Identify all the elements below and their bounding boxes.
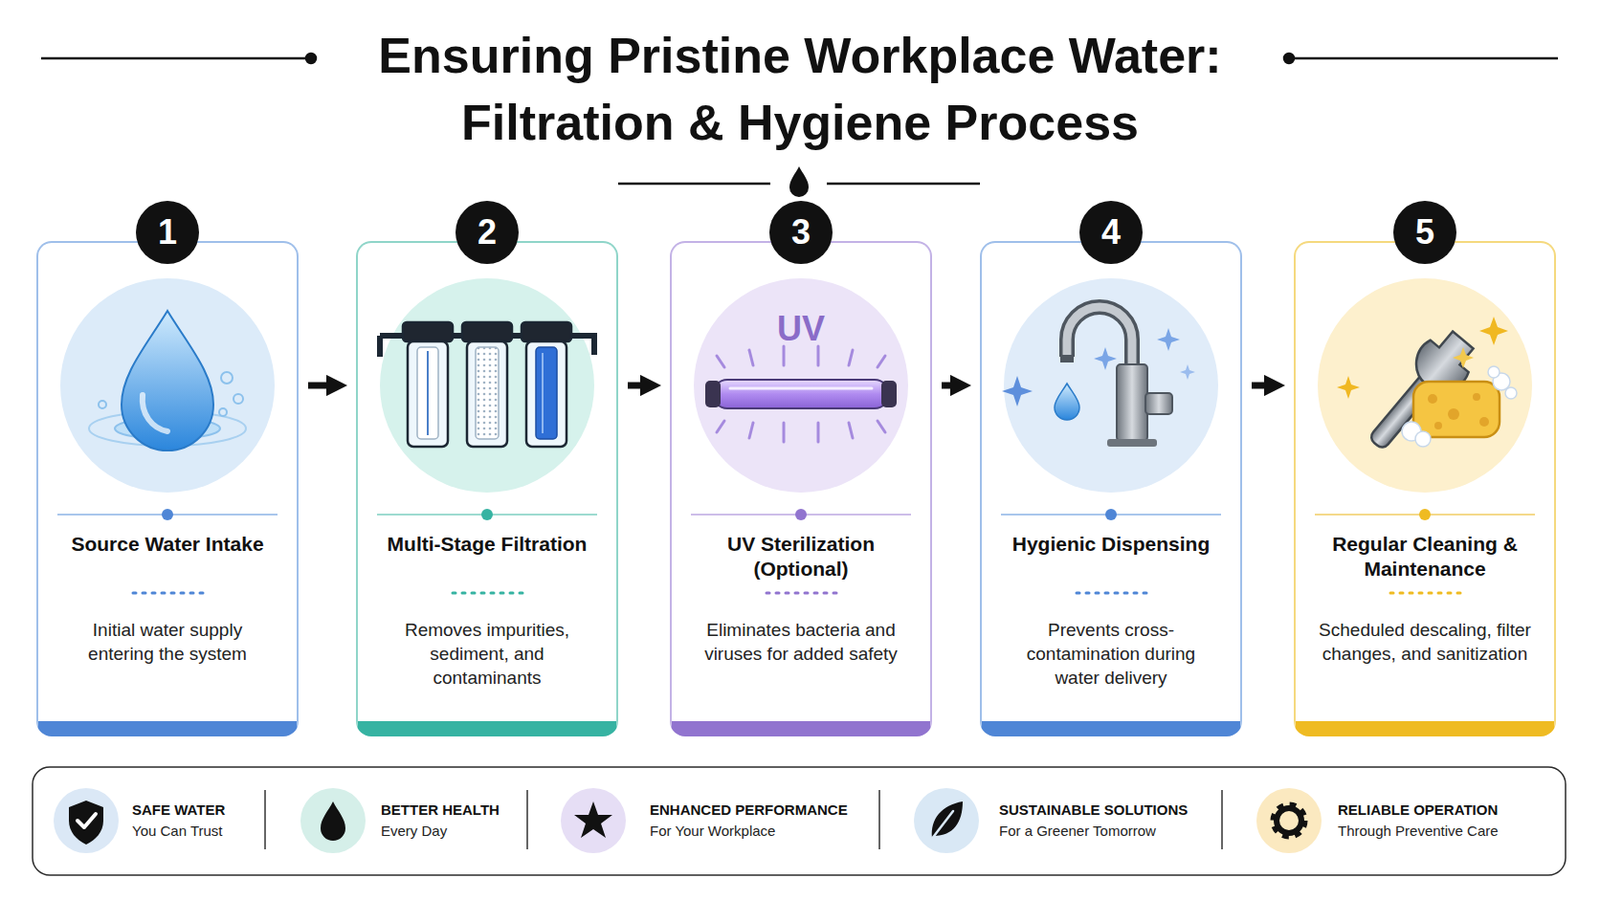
step-heading: Regular Cleaning & Maintenance bbox=[1305, 532, 1545, 582]
step-description: Scheduled descaling, filter changes, and… bbox=[1316, 618, 1534, 667]
step-heading: Multi-Stage Filtration bbox=[367, 532, 607, 557]
band-dividers bbox=[265, 790, 1223, 850]
card-dividers bbox=[57, 509, 1535, 521]
benefit-title: SAFE WATER bbox=[132, 800, 225, 822]
benefit-subtitle: Through Preventive Care bbox=[1337, 821, 1499, 843]
process-card: 3UV Sterilization (Optional)Eliminates b… bbox=[669, 241, 933, 737]
benefit-item: RELIABLE OPERATIONThrough Preventive Car… bbox=[1337, 800, 1499, 843]
faucet-icon bbox=[1001, 307, 1196, 447]
flow-arrow bbox=[941, 382, 961, 390]
uv-lamp-icon bbox=[705, 346, 897, 443]
benefit-subtitle: For a Greener Tomorrow bbox=[999, 821, 1188, 843]
step-description: Initial water supply entering the system bbox=[59, 618, 276, 667]
step-heading: Source Water Intake bbox=[47, 532, 288, 557]
step-number: 3 bbox=[769, 200, 833, 265]
band-icons bbox=[53, 788, 1322, 854]
step-heading: Hygienic Dispensing bbox=[991, 532, 1231, 557]
flow-arrow bbox=[1251, 382, 1275, 390]
step-heading: UV Sterilization (Optional) bbox=[681, 532, 921, 582]
process-card: 1Source Water IntakeInitial water supply… bbox=[36, 241, 299, 737]
wrench-sponge-icon bbox=[1336, 316, 1517, 462]
filter-canisters-icon bbox=[379, 322, 595, 447]
benefit-subtitle: For Your Workplace bbox=[649, 821, 848, 843]
benefit-subtitle: You Can Trust bbox=[132, 821, 225, 843]
benefit-title: SUSTAINABLE SOLUTIONS bbox=[999, 800, 1188, 822]
benefit-item: BETTER HEALTHEvery Day bbox=[380, 800, 500, 843]
benefit-item: SUSTAINABLE SOLUTIONSFor a Greener Tomor… bbox=[999, 800, 1188, 843]
benefit-item: ENHANCED PERFORMANCEFor Your Workplace bbox=[649, 800, 848, 843]
benefit-subtitle: Every Day bbox=[380, 821, 500, 843]
step-number: 2 bbox=[455, 200, 519, 265]
flow-arrow bbox=[308, 382, 337, 390]
benefit-title: BETTER HEALTH bbox=[380, 800, 500, 822]
benefit-title: RELIABLE OPERATION bbox=[1337, 800, 1499, 822]
benefits-band bbox=[32, 767, 1566, 876]
step-number: 4 bbox=[1079, 200, 1143, 265]
water-drop-icon bbox=[88, 311, 246, 451]
process-card: 4Hygienic DispensingPrevents cross-conta… bbox=[979, 241, 1243, 737]
process-card: 2Multi-Stage FiltrationRemoves impuritie… bbox=[355, 241, 619, 737]
step-description: Removes impurities, sediment, and contam… bbox=[378, 618, 596, 690]
flow-arrow bbox=[627, 382, 651, 390]
step-description: Eliminates bacteria and viruses for adde… bbox=[692, 618, 910, 667]
benefit-title: ENHANCED PERFORMANCE bbox=[649, 800, 848, 822]
dotted-rules bbox=[133, 592, 1462, 596]
diagram-title: Ensuring Pristine Workplace Water: Filtr… bbox=[321, 22, 1279, 156]
lamp-label: UV bbox=[753, 308, 849, 351]
step-number: 1 bbox=[135, 200, 200, 265]
step-description: Prevents cross-contamination during wate… bbox=[1002, 618, 1220, 690]
step-number: 5 bbox=[1393, 200, 1457, 265]
icon-backgrounds bbox=[60, 278, 1533, 493]
process-card: 5Regular Cleaning & MaintenanceScheduled… bbox=[1293, 241, 1556, 737]
benefit-item: SAFE WATERYou Can Trust bbox=[132, 800, 225, 843]
